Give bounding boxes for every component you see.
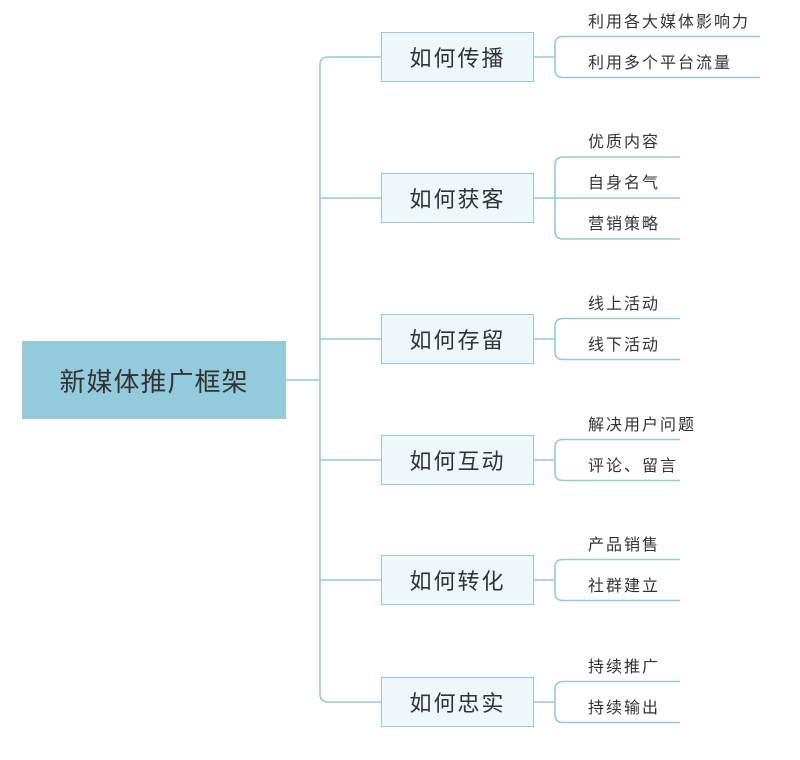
branch-node[interactable]: 如何存留 <box>381 314 534 364</box>
branch-node[interactable]: 如何互动 <box>381 435 534 485</box>
leaf-item[interactable]: 解决用户问题 <box>588 414 697 434</box>
leaf-item[interactable]: 产品销售 <box>588 534 661 554</box>
branch-label: 如何存留 <box>409 329 506 354</box>
leaf-item[interactable]: 线下活动 <box>588 334 661 354</box>
branch-label: 如何传播 <box>409 47 506 72</box>
branch-node[interactable]: 如何忠实 <box>381 677 534 727</box>
leaf-item[interactable]: 评论、留言 <box>588 455 679 475</box>
branch-label: 如何忠实 <box>409 692 506 717</box>
branch-node[interactable]: 如何转化 <box>381 555 534 605</box>
leaf-item[interactable]: 利用多个平台流量 <box>588 52 733 72</box>
branch-label: 如何获客 <box>409 188 506 213</box>
leaf-item[interactable]: 线上活动 <box>588 293 661 313</box>
leaf-item[interactable]: 持续输出 <box>588 697 661 717</box>
leaf-item[interactable]: 持续推广 <box>588 656 661 676</box>
leaf-item[interactable]: 社群建立 <box>588 575 661 595</box>
leaf-item[interactable]: 自身名气 <box>588 173 661 192</box>
leaf-item[interactable]: 营销策略 <box>588 214 661 233</box>
branch-node[interactable]: 如何传播 <box>381 32 534 82</box>
leaf-item[interactable]: 利用各大媒体影响力 <box>588 11 751 31</box>
leaf-item[interactable]: 优质内容 <box>588 132 661 151</box>
root-node[interactable]: 新媒体推广框架 <box>22 341 286 419</box>
branch-node[interactable]: 如何获客 <box>381 173 534 223</box>
branch-label: 如何互动 <box>409 450 506 475</box>
root-label: 新媒体推广框架 <box>59 367 249 398</box>
branch-label: 如何转化 <box>409 570 506 595</box>
